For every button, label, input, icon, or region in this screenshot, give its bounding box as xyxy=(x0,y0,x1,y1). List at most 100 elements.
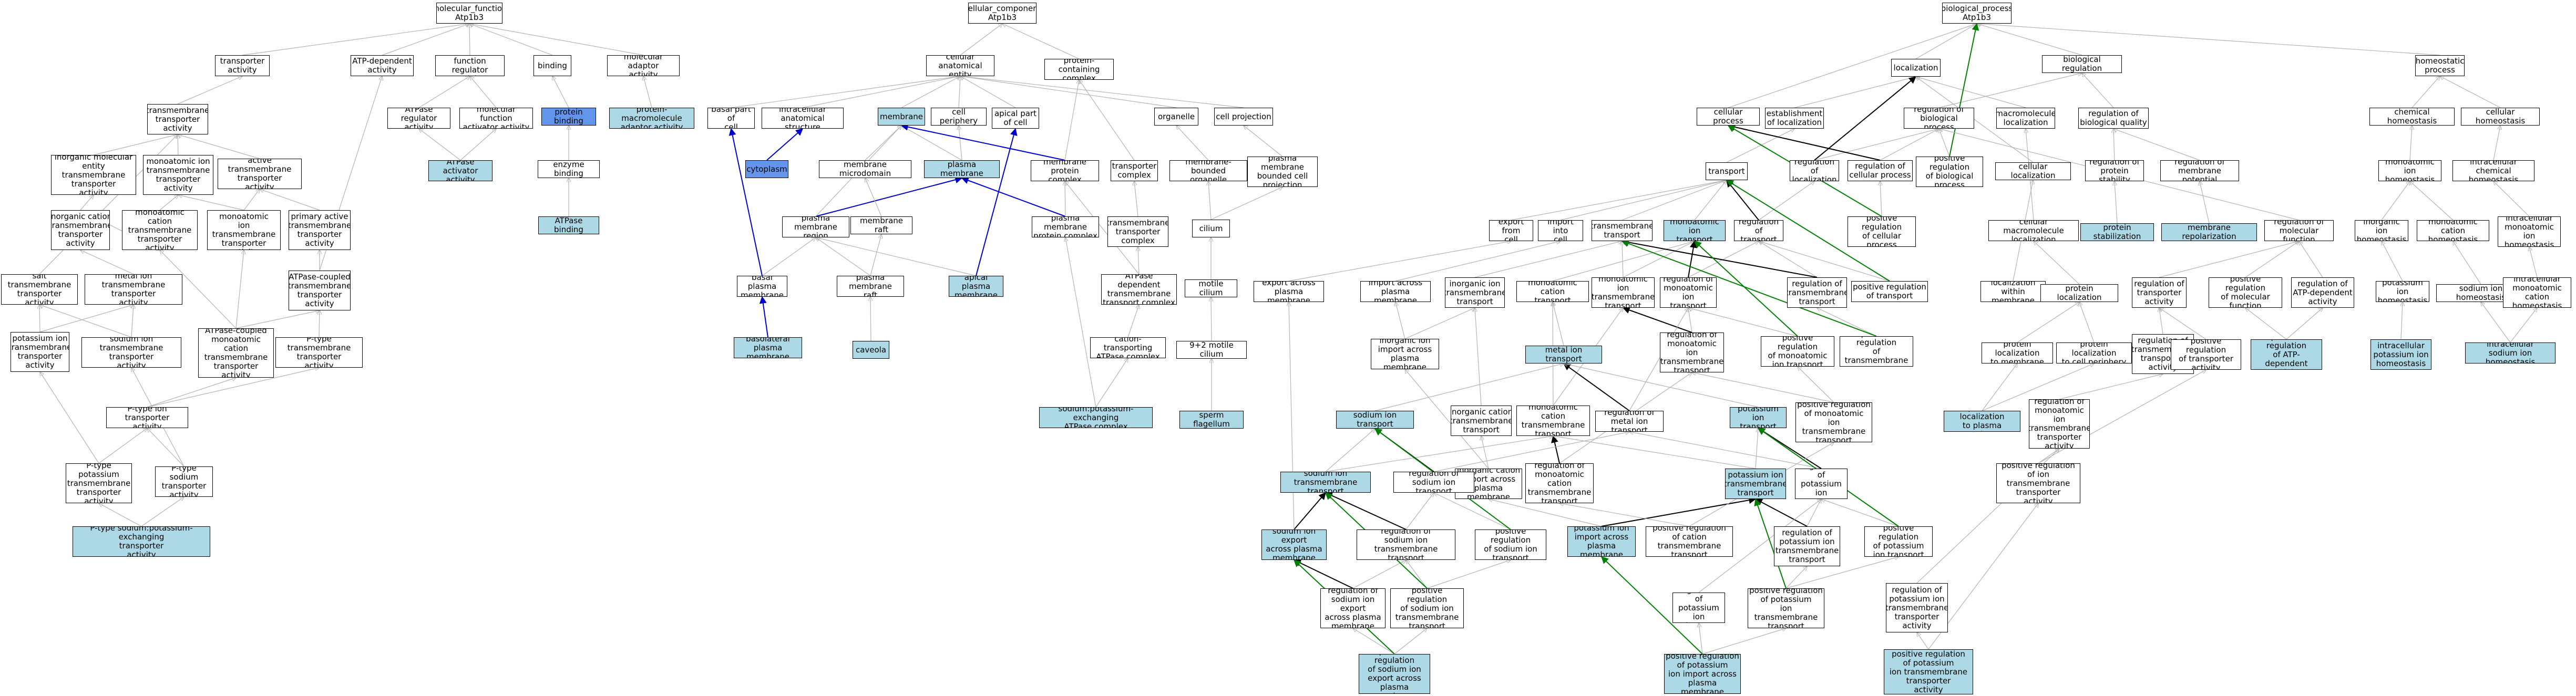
go-node[interactable]: inorganic molecular entity transmembrane… xyxy=(51,155,136,195)
go-node[interactable]: positive regulation of ion transmembrane… xyxy=(1996,463,2080,503)
go-node[interactable]: caveola xyxy=(853,341,889,359)
go-node[interactable]: P-type sodium transporter activity xyxy=(155,466,213,497)
go-node[interactable]: regulation of sodium ion transport xyxy=(1393,472,1474,493)
go-node[interactable]: protein localization to cell periphery xyxy=(2056,342,2132,363)
go-node[interactable]: cellular_component Atp1b3 xyxy=(968,3,1036,24)
go-node[interactable]: ATPase activator activity xyxy=(428,160,492,181)
go-node[interactable]: intracellular sodium ion homeostasis xyxy=(2465,342,2556,363)
go-node[interactable]: active transmembrane transporter activit… xyxy=(218,159,302,189)
go-node[interactable]: transmembrane transporter activity xyxy=(147,104,208,134)
go-node[interactable]: potassium ion transport xyxy=(1730,407,1787,428)
go-node[interactable]: plasma membrane xyxy=(924,160,1000,178)
go-node[interactable]: membrane microdomain xyxy=(819,160,911,178)
go-node[interactable]: intracellular potassium ion homeostasis xyxy=(2370,339,2431,370)
go-node[interactable]: regulation of sodium ion export across p… xyxy=(1320,588,1386,628)
go-node[interactable]: ATPase dependent transmembrane transport… xyxy=(1101,274,1177,305)
go-node[interactable]: transmembrane transport xyxy=(1592,220,1653,241)
go-node[interactable]: regulation of localization xyxy=(1790,160,1839,181)
go-node[interactable]: regulation of membrane potential xyxy=(2160,160,2239,181)
go-node[interactable]: regulation of transporter activity xyxy=(2132,277,2187,308)
go-node[interactable]: basal part of cell xyxy=(707,108,755,129)
go-node[interactable]: 9+2 motile cilium xyxy=(1176,341,1247,359)
go-node[interactable]: binding xyxy=(533,55,571,76)
go-node[interactable]: metal ion transmembrane transporter acti… xyxy=(85,274,182,305)
go-node[interactable]: potassium ion transmembrane transport xyxy=(1725,469,1786,499)
go-node[interactable]: membrane raft xyxy=(850,216,912,234)
go-node[interactable]: transporter complex xyxy=(1111,160,1158,181)
go-node[interactable]: cilium xyxy=(1192,220,1230,237)
go-node[interactable]: monoatomic ion homeostasis xyxy=(2378,160,2441,181)
go-node[interactable]: protein localization xyxy=(2040,284,2118,302)
go-node[interactable]: regulation of biological process xyxy=(1904,108,1974,129)
go-node[interactable]: protein stabilization xyxy=(2080,223,2154,241)
go-node[interactable]: macromolecule localization xyxy=(1996,108,2055,129)
go-node[interactable]: monoatomic ion transmembrane transport xyxy=(1592,277,1655,308)
go-node[interactable]: membrane protein complex xyxy=(1031,160,1099,181)
go-node[interactable]: potassium ion transmembrane transporter … xyxy=(11,332,69,372)
go-node[interactable]: homeostatic process xyxy=(2415,55,2465,76)
go-node[interactable]: molecular function regulator activity xyxy=(435,55,505,76)
go-node[interactable]: molecular adaptor activity xyxy=(607,55,680,76)
go-node[interactable]: membrane-bounded organelle xyxy=(1169,160,1247,181)
go-node[interactable]: regulation of biological quality xyxy=(2078,108,2149,129)
go-node[interactable]: metal ion transport xyxy=(1525,346,1602,363)
go-node[interactable]: ATPase-coupled monoatomic cation transme… xyxy=(198,328,274,378)
go-node[interactable]: monoatomic ion transmembrane transporter… xyxy=(143,155,213,195)
go-node[interactable]: protein-macromolecule adaptor activity xyxy=(609,108,694,129)
go-node[interactable]: positive regulation of sodium ion transm… xyxy=(1390,588,1464,628)
go-node[interactable]: primary active transmembrane transporter… xyxy=(289,210,351,250)
go-node[interactable]: positive regulation of potassium ion imp… xyxy=(1664,654,1741,694)
go-node[interactable]: plasma membrane raft xyxy=(837,276,904,297)
go-node[interactable]: positive regulation of potassium ion tra… xyxy=(1748,588,1824,628)
go-node[interactable]: regulation of potassium ion import xyxy=(1672,593,1725,623)
go-node[interactable]: motile cilium xyxy=(1185,279,1237,297)
go-node[interactable]: regulation of protein stability xyxy=(2085,160,2144,181)
go-node[interactable]: regulation of metal ion transport xyxy=(1595,411,1664,432)
go-node[interactable]: ATP-dependent activity xyxy=(351,55,414,76)
go-node[interactable]: sodium:potassium-exchanging ATPase compl… xyxy=(1039,407,1153,428)
go-node[interactable]: inorganic cation transmembrane transport… xyxy=(51,210,110,250)
go-node[interactable]: membrane xyxy=(878,108,925,126)
go-node[interactable]: regulation of potassium ion transmembran… xyxy=(1886,583,1948,632)
go-node[interactable]: monoatomic ion transport xyxy=(1664,220,1726,241)
go-node[interactable]: sodium ion transmembrane transport xyxy=(1280,472,1371,493)
go-node[interactable]: export across plasma membrane xyxy=(1254,281,1324,302)
go-node[interactable]: sodium ion transport xyxy=(1336,411,1414,429)
go-node[interactable]: molecular function activator activity xyxy=(459,108,533,129)
go-node[interactable]: export from cell xyxy=(1489,220,1533,241)
go-node[interactable]: potassium ion import across plasma membr… xyxy=(1567,526,1636,557)
go-node[interactable]: regulation of monoatomic ion transmembra… xyxy=(2029,399,2090,449)
go-node[interactable]: cellular macromolecule localization xyxy=(1988,220,2079,241)
go-node[interactable]: regulation of molecular function xyxy=(2264,220,2334,241)
go-node[interactable]: positive regulation of cellular process xyxy=(1848,216,1916,247)
go-node[interactable]: positive regulation of ATP-dependent act… xyxy=(2251,339,2322,370)
go-node[interactable]: cell projection xyxy=(1214,108,1273,126)
go-node[interactable]: cytoplasm xyxy=(745,160,788,178)
go-node[interactable]: cellular homeostasis xyxy=(2461,108,2540,126)
go-node[interactable]: transporter activity xyxy=(215,55,270,76)
go-node[interactable]: positive regulation of molecular functio… xyxy=(2209,277,2282,308)
go-node[interactable]: positive regulation of sodium ion export… xyxy=(1359,654,1430,694)
go-node[interactable]: positive regulation of biological proces… xyxy=(1916,157,1983,187)
go-node[interactable]: inorganic cation transmembrane transport xyxy=(1451,406,1512,436)
go-node[interactable]: regulation of cellular process xyxy=(1848,160,1913,181)
go-node[interactable]: basolateral plasma membrane xyxy=(734,337,802,358)
go-node[interactable]: transmembrane transporter complex xyxy=(1107,216,1168,247)
go-node[interactable]: chemical homeostasis xyxy=(2369,108,2455,126)
go-node[interactable]: sodium ion transmembrane transporter act… xyxy=(81,337,181,368)
go-node[interactable]: biological regulation xyxy=(2042,55,2122,73)
go-node[interactable]: positive regulation of transporter activ… xyxy=(2171,339,2241,370)
go-node[interactable]: enzyme binding xyxy=(538,160,600,178)
go-node[interactable]: regulation of potassium ion transport xyxy=(1795,469,1848,499)
go-node[interactable]: intracellular monoatomic ion homeostasis xyxy=(2498,216,2561,247)
go-node[interactable]: monoatomic cation transmembrane transpor… xyxy=(1516,406,1590,436)
go-node[interactable]: ATPase binding xyxy=(538,216,599,234)
go-node[interactable]: P-type sodium:potassium-exchanging trans… xyxy=(73,526,210,557)
go-node[interactable]: biological_process Atp1b3 xyxy=(1942,3,2011,24)
go-node[interactable]: organelle xyxy=(1154,108,1198,126)
go-node[interactable]: sperm flagellum xyxy=(1179,411,1244,429)
go-node[interactable]: positive regulation of sodium ion transp… xyxy=(1475,529,1546,560)
go-node[interactable]: positive regulation of transport xyxy=(1851,281,1928,302)
go-node[interactable]: intracellular anatomical structure xyxy=(762,108,844,129)
go-node[interactable]: inorganic ion transmembrane transport xyxy=(1445,277,1505,308)
